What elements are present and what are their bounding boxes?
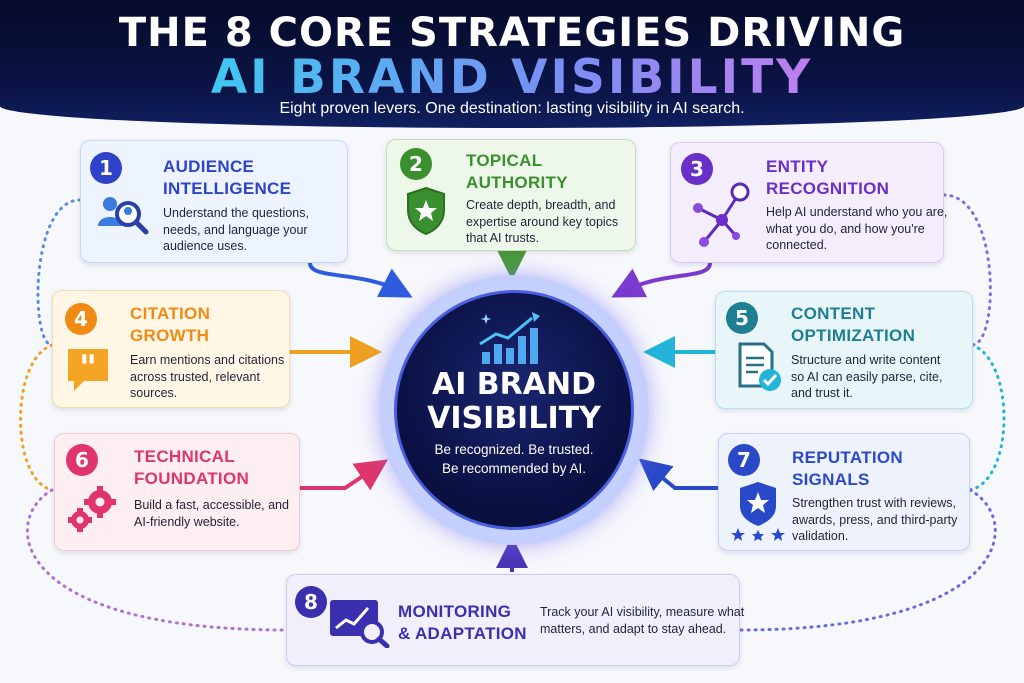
strategy-number-2: 2 (400, 148, 432, 180)
badge-stars-icon (731, 482, 785, 541)
shield-star-icon (407, 186, 445, 236)
subtitle: Eight proven levers. One destination: la… (279, 100, 745, 117)
strategy-number-8: 8 (295, 586, 327, 618)
network-nodes-icon (693, 182, 750, 247)
center-tagline: Be recognized. Be trusted.Be recommended… (434, 442, 594, 476)
strategy-desc-1: Understand the questions,needs, and lang… (163, 206, 309, 253)
strategy-title-8: MONITORING& ADAPTATION (398, 602, 527, 643)
strategy-number-6: 6 (66, 444, 98, 476)
strategy-desc-3: Help AI understand who you are,what you … (766, 205, 948, 252)
strategy-number-1: 1 (90, 152, 122, 184)
title-line-1: THE 8 CORE STRATEGIES DRIVING (118, 10, 906, 56)
center-hub (394, 290, 634, 530)
strategy-desc-7: Strengthen trust with reviews,awards, pr… (792, 496, 958, 543)
strategy-number-5: 5 (726, 302, 758, 334)
gears-icon (68, 486, 116, 532)
quote-bubble-icon: " (68, 348, 108, 391)
growth-chart-icon (479, 312, 540, 364)
title-line-2: AI BRAND VISIBILITY (0, 50, 1024, 105)
strategy-number-3: 3 (681, 153, 713, 185)
strategy-number-7: 7 (728, 444, 760, 476)
header-banner (0, 0, 1024, 128)
document-check-icon (738, 342, 781, 391)
strategy-card-3 (670, 142, 944, 263)
strategy-number-4: 4 (65, 303, 97, 335)
analytics-magnifier-icon (330, 600, 390, 648)
audience-search-icon (98, 197, 149, 235)
svg-text:": " (79, 348, 97, 388)
